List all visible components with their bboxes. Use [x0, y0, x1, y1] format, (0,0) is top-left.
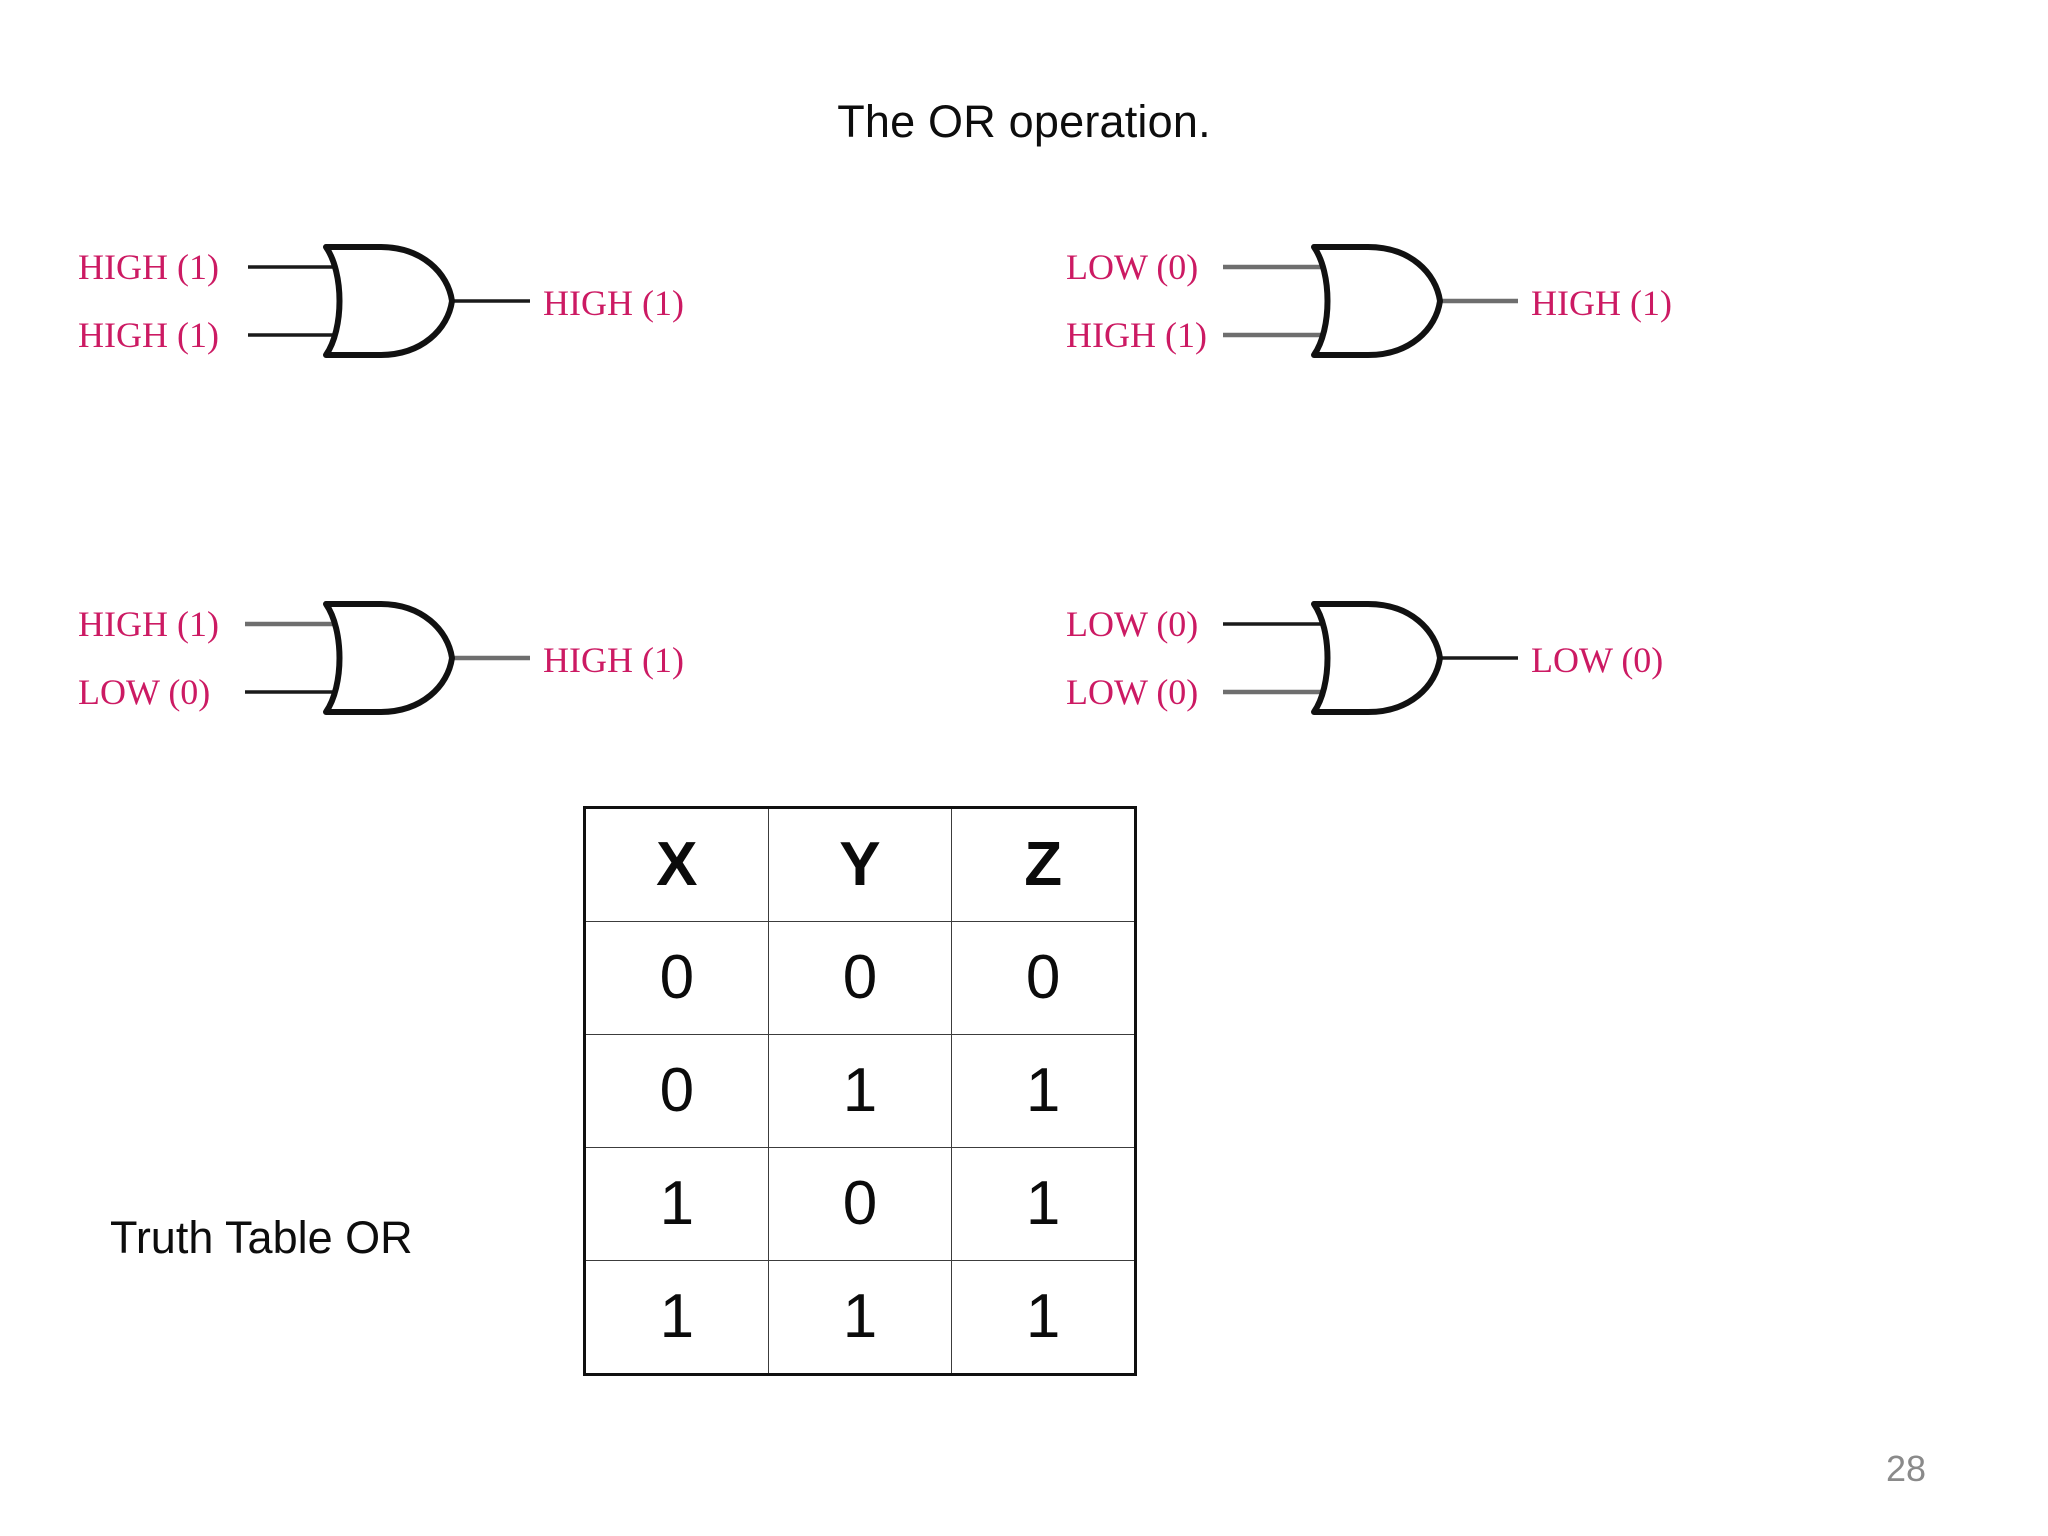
gate-3-or-body — [323, 601, 455, 715]
or-gate-diagram-4: LOW (0) LOW (0) LOW (0) — [1048, 592, 1868, 777]
table-row: 0 1 1 — [584, 1034, 1136, 1148]
table-header-x: X — [584, 807, 769, 922]
table-header-y: Y — [767, 807, 953, 922]
table-row: 0 0 0 — [584, 921, 1136, 1035]
table-header-row: X Y Z — [584, 807, 1136, 922]
table-cell: 1 — [584, 1147, 769, 1261]
page-number: 28 — [1886, 1448, 1927, 1489]
gate-2-output-label: HIGH (1) — [1531, 283, 1672, 323]
table-cell: 0 — [767, 1147, 953, 1261]
or-gate-diagram-1: HIGH (1) HIGH (1) HIGH (1) — [60, 235, 880, 420]
page-title: The OR operation. — [837, 96, 1211, 147]
table-header-z: Z — [951, 807, 1136, 922]
gate-3-output-label: HIGH (1) — [543, 640, 684, 680]
gate-2-input-top-label: LOW (0) — [1066, 247, 1198, 287]
table-cell: 1 — [951, 1034, 1136, 1148]
gate-2-input-bottom-label: HIGH (1) — [1066, 315, 1207, 355]
table-cell: 0 — [767, 921, 953, 1035]
gate-3-input-bottom-label: LOW (0) — [78, 672, 210, 712]
gate-4-input-top-label: LOW (0) — [1066, 604, 1198, 644]
table-row: 1 0 1 — [584, 1147, 1136, 1261]
gate-4-input-bottom-label: LOW (0) — [1066, 672, 1198, 712]
table-cell: 1 — [951, 1260, 1136, 1375]
or-gate-diagram-3: HIGH (1) LOW (0) HIGH (1) — [60, 592, 880, 777]
truth-table-caption: Truth Table OR — [110, 1212, 413, 1263]
table-row: 1 1 1 — [584, 1260, 1136, 1375]
gate-1-input-bottom-label: HIGH (1) — [78, 315, 219, 355]
or-gate-diagram-2: LOW (0) HIGH (1) HIGH (1) — [1048, 235, 1868, 420]
truth-table: X Y Z 0 0 0 0 1 1 1 0 1 1 1 1 — [583, 806, 1137, 1376]
table-cell: 1 — [584, 1260, 769, 1375]
table-cell: 1 — [767, 1034, 953, 1148]
table-cell: 0 — [584, 1034, 769, 1148]
table-cell: 1 — [951, 1147, 1136, 1261]
gate-2-or-body — [1311, 244, 1443, 358]
table-cell: 0 — [951, 921, 1136, 1035]
table-cell: 0 — [584, 921, 769, 1035]
gate-1-input-top-label: HIGH (1) — [78, 247, 219, 287]
gate-4-output-label: LOW (0) — [1531, 640, 1663, 680]
table-cell: 1 — [767, 1260, 953, 1375]
gate-4-or-body — [1311, 601, 1443, 715]
gate-1-or-body — [323, 244, 455, 358]
gate-3-input-top-label: HIGH (1) — [78, 604, 219, 644]
gate-1-output-label: HIGH (1) — [543, 283, 684, 323]
